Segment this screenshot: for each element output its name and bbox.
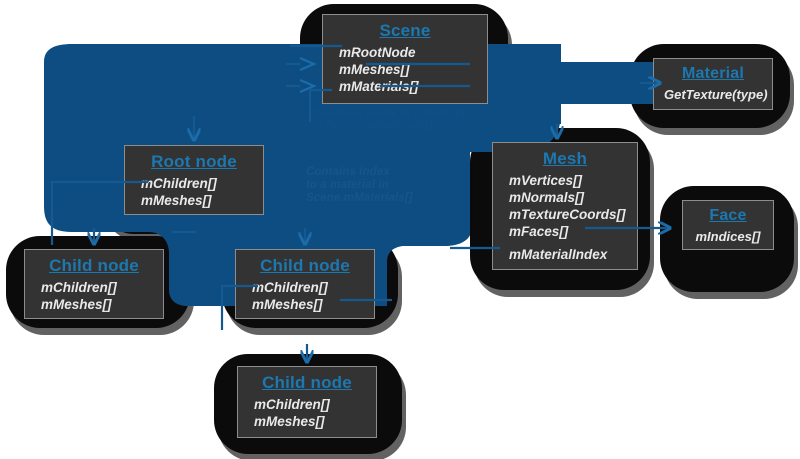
node-field-material-0: GetTexture(type) [664,87,768,102]
node-card-child-node-bottom[interactable]: Child node mChildren[] mMeshes[] [237,366,377,438]
node-field-child-left-1: mMeshes[] [41,297,112,312]
node-field-mesh-1: mNormals[] [509,190,585,205]
node-field-mesh-3: mFaces[] [509,224,569,239]
node-card-face[interactable]: Face mIndices[] [682,200,774,250]
node-field-root-0: mChildren[] [141,176,217,191]
node-card-child-node-left[interactable]: Child node mChildren[] mMeshes[] [24,249,164,319]
node-field-child-bottom-1: mMeshes[] [254,414,325,429]
watermark-line-3: Scene.mMaterials[] [306,192,413,204]
node-field-child-left-0: mChildren[] [41,280,117,295]
node-field-child-middle-0: mChildren[] [252,280,328,295]
node-title-child-left: Child node [49,256,139,275]
node-field-scene-1: mMeshes[] [339,62,410,77]
node-title-child-bottom: Child node [262,373,352,392]
node-field-mesh-4: mMaterialIndex [509,247,608,262]
node-title-scene: Scene [379,21,431,40]
node-title-face: Face [709,207,747,224]
watermark-line-2: to a material in [306,179,389,191]
node-card-scene[interactable]: Scene mRootNode mMeshes[] mMaterials[] [322,14,488,104]
node-card-child-node-middle[interactable]: Child node mChildren[] mMeshes[] [235,249,375,319]
watermark-line-1: Contains index [306,166,390,178]
node-title-root-node: Root node [151,152,237,171]
node-field-scene-2: mMaterials[] [339,79,419,94]
node-field-child-middle-1: mMeshes[] [252,297,323,312]
node-field-face-0: mIndices[] [695,229,761,244]
node-card-material[interactable]: Material GetTexture(type) [653,58,773,110]
node-field-child-bottom-0: mChildren[] [254,397,330,412]
node-card-root-node[interactable]: Root node mChildren[] mMeshes[] [124,145,264,215]
node-title-material: Material [681,65,745,82]
node-field-scene-0: mRootNode [339,45,416,60]
node-title-child-middle: Child node [260,256,350,275]
node-field-mesh-0: mVertices[] [509,173,583,188]
node-card-mesh[interactable]: Mesh mVertices[] mNormals[] mTextureCoor… [492,142,638,270]
node-title-mesh: Mesh [542,149,588,168]
node-field-root-1: mMeshes[] [141,193,212,208]
annotation-line-2: in Scene.mMaterials[] [312,120,433,132]
node-field-mesh-2: mTextureCoords[] [509,207,626,222]
